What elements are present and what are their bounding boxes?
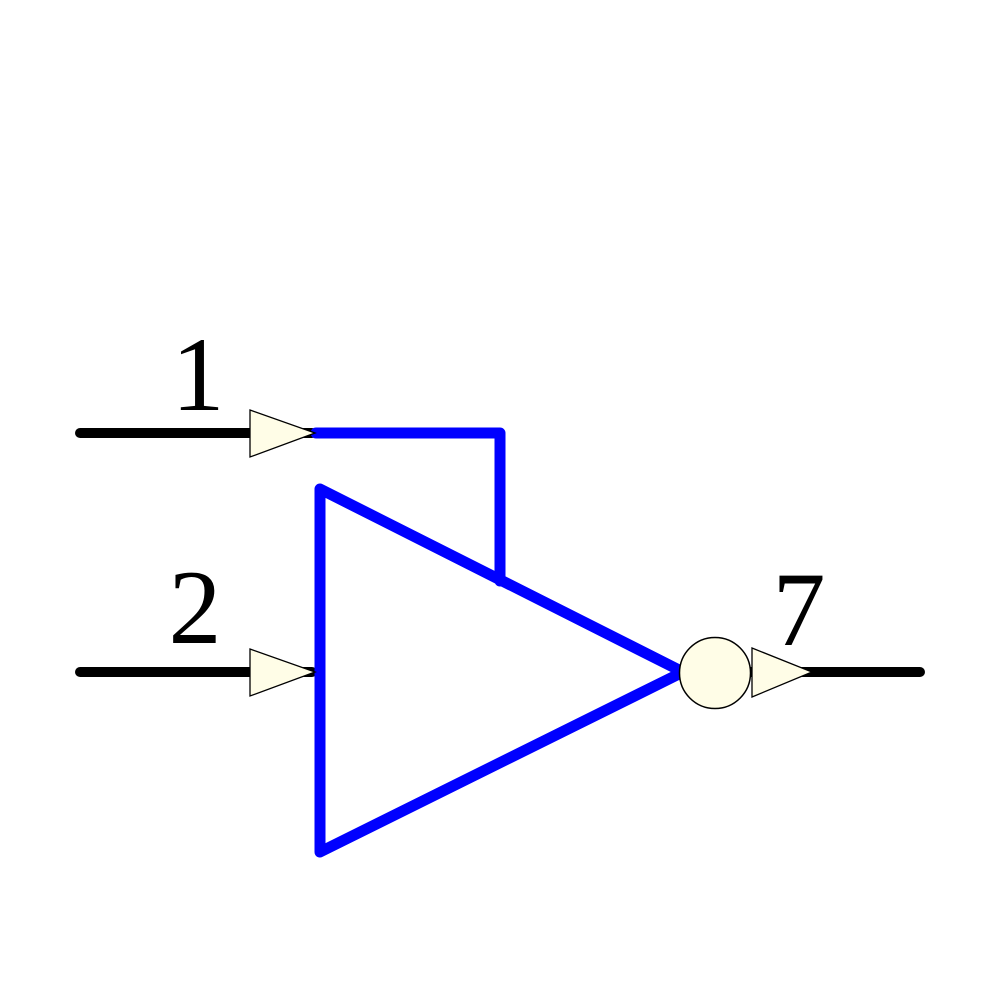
pin-endpoint-arrow-input-2[interactable] xyxy=(249,648,317,697)
pin-number-label-2: 2 xyxy=(169,549,222,666)
pin-number-label-1: 1 xyxy=(172,316,225,433)
pin1-connection-wire[interactable] xyxy=(310,427,506,587)
gate-body-triangle[interactable] xyxy=(314,483,689,858)
pin-endpoint-arrow-output-7[interactable] xyxy=(751,647,814,698)
pin-endpoint-arrow-input-1[interactable] xyxy=(249,409,317,458)
pin-number-label-7: 7 xyxy=(773,551,826,668)
inversion-bubble[interactable] xyxy=(678,636,752,710)
